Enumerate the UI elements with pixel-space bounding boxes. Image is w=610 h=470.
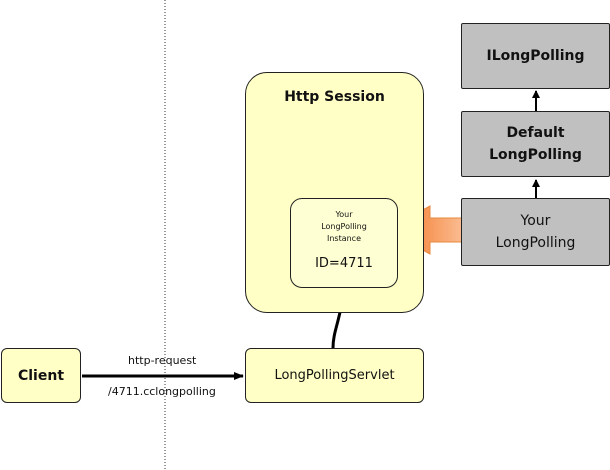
servlet-label: LongPollingServlet xyxy=(274,368,395,383)
longpolling-servlet-node: LongPollingServlet xyxy=(245,348,424,403)
ilongpolling-node: ILongPolling xyxy=(461,23,610,89)
your-longpolling-node: Your LongPolling xyxy=(461,198,610,266)
default-longpolling-node: Default LongPolling xyxy=(461,111,610,177)
your-line-2: LongPolling xyxy=(495,235,576,251)
url-label: /4711.cclongpolling xyxy=(108,385,216,398)
default-line-1: Default xyxy=(506,125,565,141)
http-session-label: Http Session xyxy=(284,89,385,105)
longpolling-instance-node: Your LongPolling Instance ID=4711 xyxy=(290,198,398,288)
instance-line-3: Instance xyxy=(326,234,361,243)
default-line-2: LongPolling xyxy=(489,147,582,163)
instance-line-2: LongPolling xyxy=(321,222,367,231)
instance-line-1: Your xyxy=(335,210,353,219)
instance-id-label: ID=4711 xyxy=(315,256,373,271)
http-request-label: http-request xyxy=(128,354,197,367)
client-node: Client xyxy=(1,348,81,403)
your-line-1: Your xyxy=(520,213,551,229)
client-label: Client xyxy=(17,367,65,384)
ilongpolling-label: ILongPolling xyxy=(486,48,585,64)
